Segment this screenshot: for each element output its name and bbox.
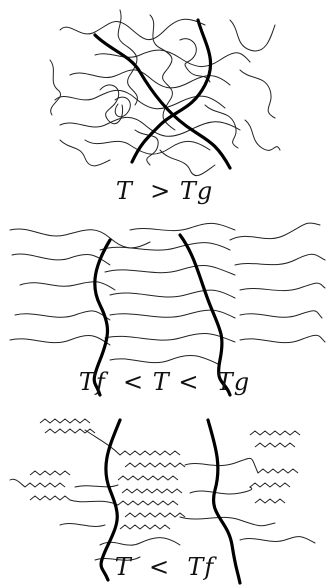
panel-between-tf-tg: Tf < T < Tg xyxy=(0,210,329,400)
tangled-chains-diagram xyxy=(0,0,329,195)
panel-below-tf: T < Tf xyxy=(0,405,329,588)
caption-above-tg: T > Tg xyxy=(0,177,329,205)
caption-between-tf-tg: Tf < T < Tg xyxy=(0,368,329,396)
panel-above-tg: T > Tg xyxy=(0,0,329,195)
caption-below-tf: T < Tf xyxy=(0,553,329,581)
